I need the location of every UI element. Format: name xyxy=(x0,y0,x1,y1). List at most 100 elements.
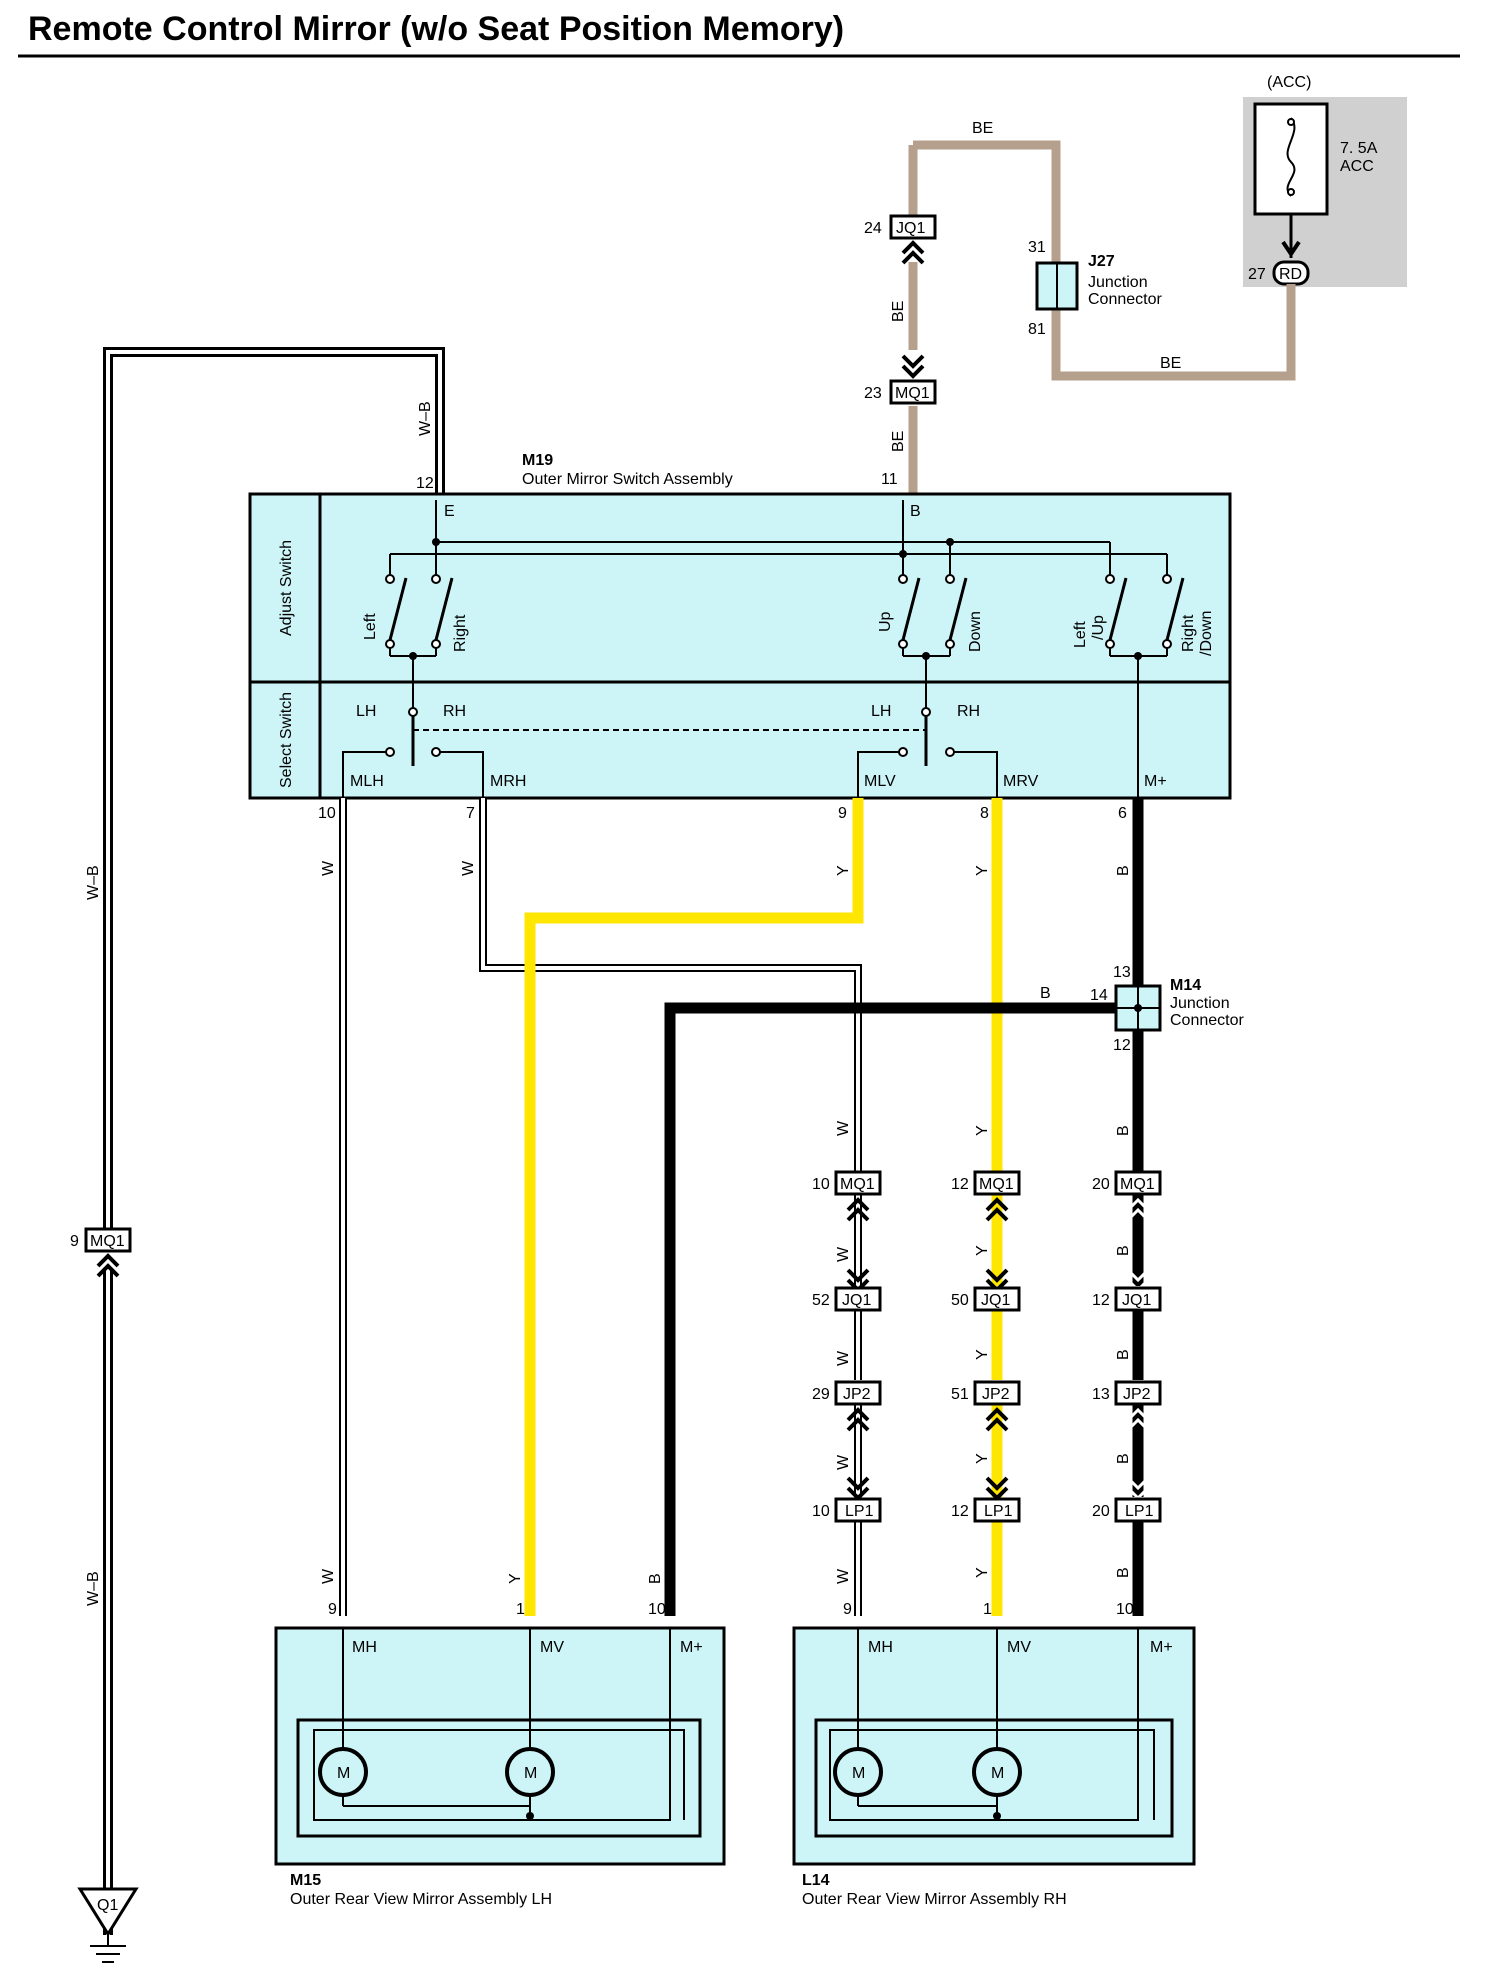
svg-text:B: B xyxy=(1115,1567,1132,1578)
sw-leftup-label-1: Left xyxy=(1072,621,1089,648)
m19-pin-e: 12 xyxy=(416,475,434,492)
svg-text:12: 12 xyxy=(1113,1037,1131,1054)
svg-text:24: 24 xyxy=(864,220,882,237)
b-wire-mplus: B B B B xyxy=(647,798,1144,1616)
connector-column-w: MQ1 10 W JQ1 52 W JP2 29 W LP1 10 W xyxy=(812,1170,882,1616)
svg-text:Q1: Q1 xyxy=(97,1897,118,1914)
svg-text:MV: MV xyxy=(1007,1639,1031,1656)
svg-text:20: 20 xyxy=(1092,1503,1110,1520)
svg-text:MQ1: MQ1 xyxy=(90,1233,125,1250)
svg-text:23: 23 xyxy=(864,385,882,402)
svg-text:LP1: LP1 xyxy=(845,1503,874,1520)
svg-text:M: M xyxy=(337,1765,350,1782)
y-label-mlv-bottom: Y xyxy=(507,1573,524,1584)
chevron-up-icon xyxy=(846,1407,870,1432)
y-label-mrv: Y xyxy=(974,865,991,876)
svg-text:10: 10 xyxy=(648,1601,666,1618)
svg-text:J27: J27 xyxy=(1088,253,1115,270)
w-wire-mrh: W W xyxy=(460,798,862,1172)
wb-label-mid: W–B xyxy=(85,865,102,900)
svg-text:JQ1: JQ1 xyxy=(981,1292,1010,1309)
connector-column-y: MQ1 12 Y JQ1 50 Y JP2 51 Y LP1 12 Y xyxy=(951,1170,1021,1616)
svg-text:Connector: Connector xyxy=(1170,1012,1244,1029)
term-e: E xyxy=(444,503,455,520)
sw-rightdown-label-1: Right xyxy=(1180,614,1197,652)
select-rh-1: RH xyxy=(443,703,466,720)
svg-text:JQ1: JQ1 xyxy=(842,1292,871,1309)
connector-mq1-9: MQ1 9 xyxy=(70,1227,132,1278)
l14-code: L14 xyxy=(802,1872,830,1889)
svg-text:29: 29 xyxy=(812,1386,830,1403)
sw-leftup-label-2: /Up xyxy=(1090,615,1107,640)
select-lh-1: LH xyxy=(356,703,376,720)
chevron-up-icon xyxy=(985,1407,1009,1432)
svg-text:9: 9 xyxy=(328,1601,337,1618)
svg-text:M+: M+ xyxy=(1150,1639,1173,1656)
arrow-down-icon xyxy=(1281,240,1301,258)
svg-text:B: B xyxy=(1115,1349,1132,1360)
be-label-v2: BE xyxy=(890,431,907,452)
svg-text:Junction: Junction xyxy=(1088,274,1148,291)
svg-text:14: 14 xyxy=(1090,987,1108,1004)
b-label-horizontal: B xyxy=(1040,985,1051,1002)
svg-text:Junction: Junction xyxy=(1170,995,1230,1012)
svg-text:13: 13 xyxy=(1092,1386,1110,1403)
m19-code: M19 xyxy=(522,452,553,469)
svg-text:20: 20 xyxy=(1092,1176,1110,1193)
pin-9: 9 xyxy=(838,805,847,822)
be-wires: BE BE BE BE xyxy=(890,120,1296,500)
svg-text:M: M xyxy=(852,1765,865,1782)
page-title: Remote Control Mirror (w/o Seat Position… xyxy=(28,10,844,48)
sw-rightdown-label-2: /Down xyxy=(1198,611,1215,656)
m19-switch-assembly: M19 Outer Mirror Switch Assembly 11 Adju… xyxy=(248,452,1232,822)
chevron-down-icon xyxy=(901,354,925,379)
svg-text:9: 9 xyxy=(843,1601,852,1618)
m19-name: Outer Mirror Switch Assembly xyxy=(522,471,733,488)
adjust-switch-label: Adjust Switch xyxy=(278,540,295,636)
fuse-icon xyxy=(1286,117,1296,197)
chevron-up-icon xyxy=(1126,1197,1150,1222)
svg-text:81: 81 xyxy=(1028,321,1046,338)
chevron-up-icon xyxy=(846,1197,870,1222)
m14-junction-connector: 13 14 12 M14 Junction Connector xyxy=(1090,964,1244,1054)
svg-text:Y: Y xyxy=(974,1245,991,1256)
svg-text:LP1: LP1 xyxy=(984,1503,1013,1520)
svg-text:B: B xyxy=(1115,1453,1132,1464)
pin-6: 6 xyxy=(1118,805,1127,822)
svg-text:10: 10 xyxy=(812,1176,830,1193)
svg-text:Y: Y xyxy=(974,1567,991,1578)
wb-label-bottom: W–B xyxy=(85,1571,102,1606)
rd-pin: 27 xyxy=(1248,266,1266,283)
svg-text:9: 9 xyxy=(70,1233,79,1250)
chevron-up-icon xyxy=(901,240,925,265)
svg-text:52: 52 xyxy=(812,1292,830,1309)
m19-pin-b: 11 xyxy=(881,471,898,488)
svg-text:12: 12 xyxy=(951,1176,969,1193)
svg-text:MQ1: MQ1 xyxy=(1120,1176,1155,1193)
svg-text:JP2: JP2 xyxy=(843,1386,871,1403)
select-rh-2: RH xyxy=(957,703,980,720)
term-mrh: MRH xyxy=(490,773,526,790)
svg-text:50: 50 xyxy=(951,1292,969,1309)
fuse-block: (ACC) 7. 5A ACC RD 27 xyxy=(1243,74,1407,287)
svg-text:MH: MH xyxy=(868,1639,893,1656)
svg-text:M+: M+ xyxy=(680,1639,703,1656)
svg-text:W: W xyxy=(835,1568,852,1584)
svg-text:12: 12 xyxy=(951,1503,969,1520)
svg-text:10: 10 xyxy=(1116,1601,1134,1618)
svg-text:51: 51 xyxy=(951,1386,969,1403)
y-label-mlv: Y xyxy=(835,865,852,876)
svg-text:1: 1 xyxy=(516,1601,525,1618)
svg-text:MH: MH xyxy=(352,1639,377,1656)
select-lh-2: LH xyxy=(871,703,891,720)
connector-jq1-24: JQ1 24 xyxy=(864,214,937,265)
wb-ground-wire: W–B W–B W–B 12 xyxy=(85,347,445,1935)
wb-label-top: W–B xyxy=(417,401,434,436)
y-label-mrv-2: Y xyxy=(974,1125,991,1136)
be-label-bottom: BE xyxy=(1160,355,1181,372)
pin-7: 7 xyxy=(466,805,475,822)
svg-text:JP2: JP2 xyxy=(1123,1386,1151,1403)
sw-down-label: Down xyxy=(967,611,984,652)
chevron-up-icon xyxy=(1126,1407,1150,1432)
pin-10: 10 xyxy=(318,805,336,822)
